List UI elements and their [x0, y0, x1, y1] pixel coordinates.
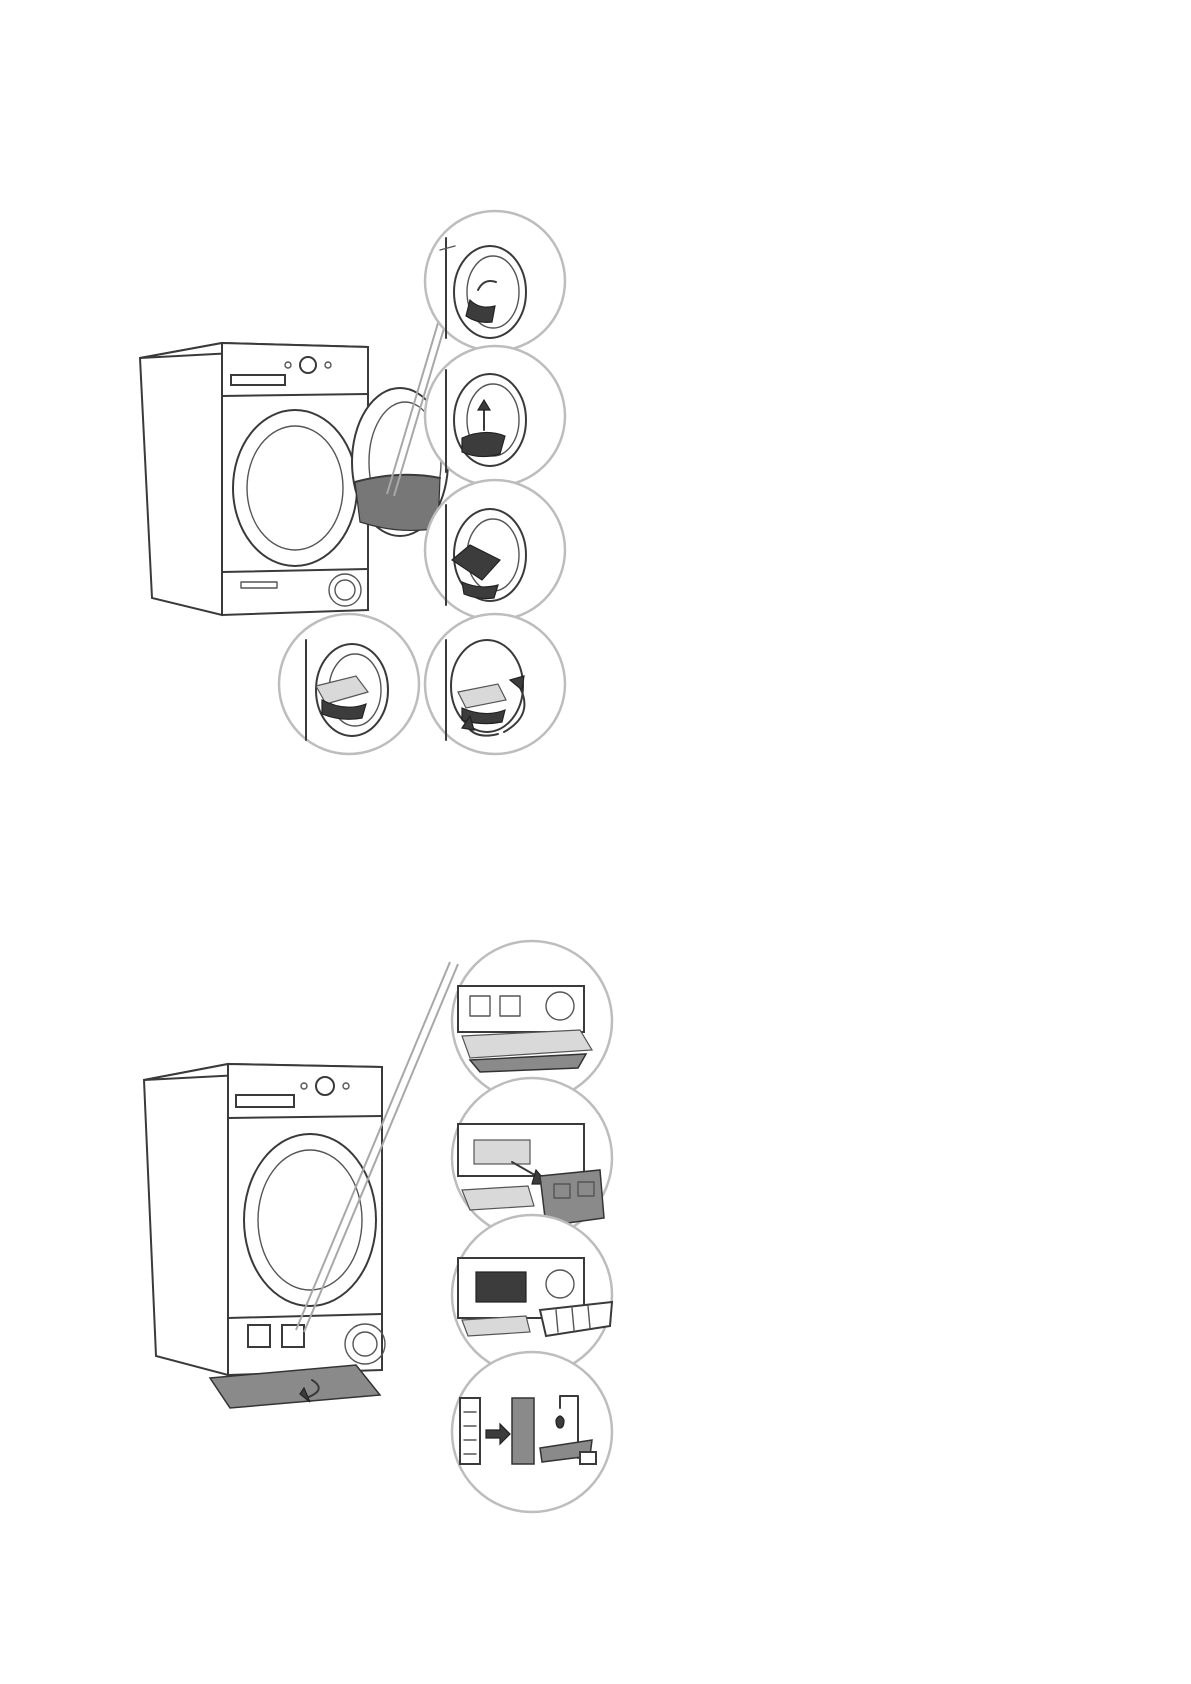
figure-heat-exchanger-cleaning [144, 941, 612, 1512]
step-bubble-2 [425, 346, 565, 486]
figure-filter-cleaning [140, 211, 565, 754]
dryer-illustration-top [140, 343, 368, 615]
step-bubble-3 [425, 480, 565, 620]
step-bubble-9 [452, 1352, 612, 1512]
step-bubble-1 [425, 211, 565, 351]
sponge-remove-icon [476, 1272, 526, 1302]
dryer-illustration-bottom [144, 1064, 385, 1408]
step-bubble-5 [425, 614, 565, 754]
step-bubble-4 [279, 614, 419, 754]
